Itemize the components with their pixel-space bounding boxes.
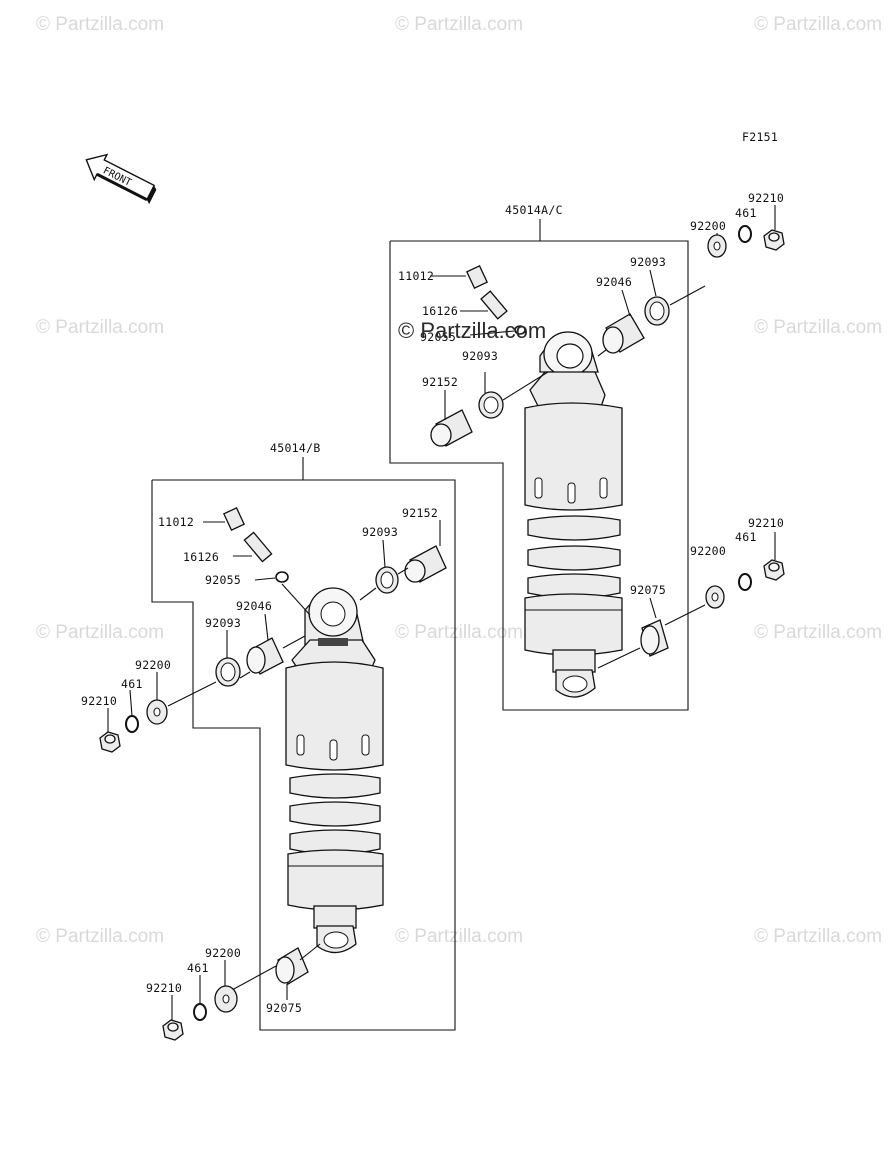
part-number-label: 92075	[266, 1001, 302, 1015]
valve-16126	[460, 290, 508, 320]
part-number-label: 16126	[422, 304, 458, 318]
part-number-label: 92200	[690, 544, 726, 558]
part-number-label: 92152	[422, 375, 458, 389]
watermark: © Partzilla.com	[395, 14, 523, 35]
part-number-label: 92093	[362, 525, 398, 539]
washer-92093-right	[375, 539, 399, 594]
part-number-label: 92055	[420, 330, 456, 344]
part-number-label: 461	[121, 677, 143, 691]
assembly-title: 45014A/C	[505, 203, 563, 217]
part-number-label: 11012	[398, 269, 434, 283]
bearing-92046	[602, 289, 645, 354]
bushing-92152	[397, 520, 447, 583]
part-number-label: 16126	[183, 550, 219, 564]
part-number-label: 92093	[205, 616, 241, 630]
washer-92200-top	[707, 233, 727, 258]
watermark: © Partzilla.com	[754, 926, 882, 947]
watermark: © Partzilla.com	[36, 14, 164, 35]
lock-washer-461-bottom	[193, 975, 207, 1021]
watermark: © Partzilla.com	[36, 622, 164, 643]
watermark: © Partzilla.com	[395, 622, 523, 643]
figure-code: F2151	[742, 130, 778, 144]
washer-92093-top	[478, 372, 504, 419]
watermark: © Partzilla.com	[36, 926, 164, 947]
part-number-label: 92055	[205, 573, 241, 587]
bushing-92075	[597, 597, 706, 669]
shock-absorber-right	[524, 331, 623, 698]
lock-washer-461-top	[125, 689, 139, 733]
part-number-label: 92093	[630, 255, 666, 269]
part-number-label: 461	[735, 530, 757, 544]
bearing-92046	[246, 613, 306, 675]
part-number-label: 11012	[158, 515, 194, 529]
watermark: © Partzilla.com	[754, 317, 882, 338]
watermark-layer: © Partzilla.com © Partzilla.com © Partzi…	[36, 14, 882, 947]
bushing-92075	[275, 943, 321, 1000]
part-number-label: 92210	[146, 981, 182, 995]
washer-92200-bottom	[214, 960, 238, 1013]
part-number-label: 92075	[630, 583, 666, 597]
assembly-left: 45014/B	[81, 441, 456, 1041]
o-ring-92055	[254, 571, 311, 616]
valve-cap-11012	[430, 265, 489, 289]
watermark: © Partzilla.com	[754, 622, 882, 643]
part-number-label: 92046	[596, 275, 632, 289]
watermark: © Partzilla.com	[36, 317, 164, 338]
shock-absorber-left	[285, 587, 384, 954]
part-number-label: 92200	[205, 946, 241, 960]
o-ring-92055	[469, 325, 526, 336]
lock-washer-461-bottom	[738, 573, 752, 591]
part-number-label: 92046	[236, 599, 272, 613]
washer-92200-top	[146, 672, 168, 725]
bushing-92152	[430, 390, 473, 447]
washer-92200-bottom	[705, 585, 725, 609]
part-number-label: 461	[735, 206, 757, 220]
washer-92093-left	[215, 630, 241, 687]
watermark: © Partzilla.com	[754, 14, 882, 35]
assembly-title: 45014/B	[270, 441, 321, 455]
part-number-label: 92152	[402, 506, 438, 520]
valve-cap-11012	[203, 507, 246, 531]
assembly-right: 45014A/C	[389, 191, 785, 711]
part-number-label: 92093	[462, 349, 498, 363]
nut-92210-bottom	[763, 532, 785, 581]
valve-16126	[233, 531, 273, 563]
part-number-label: 92210	[748, 191, 784, 205]
front-arrow-icon: FRONT	[85, 153, 157, 205]
part-number-label: 92210	[81, 694, 117, 708]
part-number-label: 92200	[135, 658, 171, 672]
nut-92210-top	[763, 205, 785, 251]
part-number-label: 92200	[690, 219, 726, 233]
watermark: © Partzilla.com	[395, 926, 523, 947]
washer-92093-right	[644, 269, 670, 326]
lock-washer-461-top	[738, 225, 752, 243]
nut-92210-top	[99, 708, 121, 753]
nut-92210-bottom	[162, 995, 184, 1041]
part-number-label: 461	[187, 961, 209, 975]
watermark-center: © Partzilla.com	[398, 318, 546, 343]
part-number-label: 92210	[748, 516, 784, 530]
